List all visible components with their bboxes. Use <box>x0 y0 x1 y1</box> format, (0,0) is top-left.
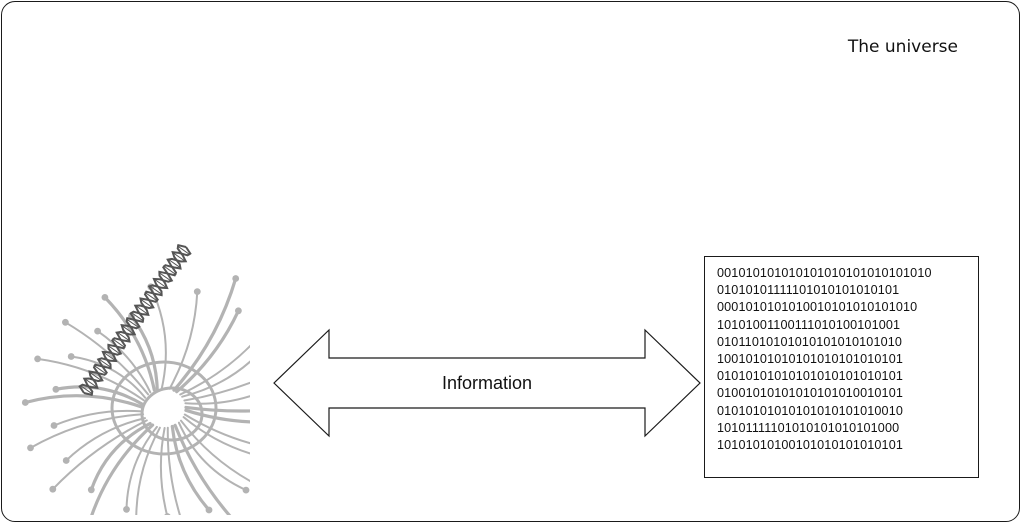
shell-rib <box>64 321 149 396</box>
shell-rib <box>65 417 146 462</box>
shell-rib <box>90 423 155 515</box>
shell-rib-tip <box>27 444 34 452</box>
shell-rib <box>177 421 247 492</box>
helix-rung <box>139 298 154 309</box>
binary-line: 10010101010101010101010101 <box>717 352 904 367</box>
shell-rib <box>170 424 211 512</box>
shell-rib <box>183 413 250 445</box>
shell-rib <box>29 413 145 449</box>
shell-rib <box>183 381 250 402</box>
helix-rung <box>176 245 191 256</box>
shell-rib <box>159 427 169 515</box>
dna-helix-icon <box>78 243 192 397</box>
shell-whorl <box>140 386 204 442</box>
shell-rib <box>181 360 250 398</box>
shell-rib <box>179 344 250 396</box>
shell-whorl <box>110 360 218 456</box>
shell-rib-tip <box>62 457 70 464</box>
binary-line: 01010101010101010101010101 <box>717 369 904 384</box>
shell-rib-tip <box>164 513 171 515</box>
shell-rib <box>23 394 144 409</box>
binary-line: 01001010101010101010010101 <box>717 386 904 401</box>
nautilus-shell-icon <box>21 243 250 515</box>
shell-rib <box>173 423 232 515</box>
shell-rib <box>184 408 250 424</box>
helix-rung <box>125 318 140 329</box>
helix-strand <box>78 246 192 394</box>
shell-rib-tip <box>34 355 41 363</box>
helix-rung <box>107 344 121 355</box>
helix-rung <box>116 331 131 342</box>
helix-rung <box>93 364 108 375</box>
shell-rib-tip <box>94 327 101 335</box>
shell-ribs <box>21 275 250 515</box>
binary-line: 01010101010101010101010010 <box>717 403 904 418</box>
shell-rib <box>135 426 161 515</box>
shell-rib <box>70 355 147 399</box>
helix-rung <box>102 351 117 362</box>
helix-rung <box>79 384 94 395</box>
shell-rib-tip <box>62 318 69 326</box>
helix-rung <box>111 338 126 349</box>
shell-rib-tip <box>235 307 242 315</box>
shell-rib <box>180 419 250 483</box>
shell-rib <box>89 421 152 492</box>
shell-rib <box>51 419 148 491</box>
binary-line: 10101001100111010100101001 <box>717 317 901 332</box>
helix-rung <box>158 271 172 282</box>
binary-data-box: 001010101010101010101010101010 010101011… <box>704 256 979 478</box>
binary-line: 001010101010101010101010101010 <box>717 266 932 280</box>
helix-rung <box>167 258 182 269</box>
helix-rung <box>84 378 98 389</box>
shell-rib-tip <box>87 486 95 494</box>
binary-line: 01011010101010101010101010 <box>717 334 903 349</box>
universe-label: The universe <box>847 37 958 57</box>
helix-rung <box>130 311 145 322</box>
shell-rib <box>54 385 144 406</box>
helix-rung <box>98 358 112 369</box>
helix-rung <box>153 278 168 289</box>
shell-rib-tip <box>50 422 58 429</box>
shell-rib <box>184 395 250 405</box>
shell-rib <box>103 295 156 392</box>
binary-line: 01010101111101010101010101 <box>717 283 900 298</box>
binary-line: 10101111101010101010101000 <box>717 420 900 435</box>
shell-rib <box>175 309 240 394</box>
shell-rib-tip <box>232 275 240 282</box>
shell-rib-tip <box>205 506 213 514</box>
shell-rib-tip <box>67 353 75 360</box>
binary-line: 0001010101010010101010101010 <box>717 300 918 315</box>
shell-rib <box>184 405 250 413</box>
shell-rib <box>53 409 144 427</box>
information-double-arrow <box>273 328 701 438</box>
shell-rib-tip <box>49 485 57 493</box>
shell-rib <box>96 330 152 394</box>
binary-line: 10101010100101010101010101 <box>717 438 904 453</box>
shell-rib <box>182 416 250 455</box>
shell-rib-tip <box>193 288 201 295</box>
shell-rib <box>168 290 199 390</box>
helix-rung <box>88 371 103 382</box>
helix-rung <box>121 324 135 335</box>
shell-rib-tip <box>242 486 250 494</box>
helix-rung <box>172 251 186 262</box>
shell-rib-tip <box>21 399 29 406</box>
helix-rung <box>135 305 149 316</box>
shell-rib <box>125 425 158 511</box>
helix-rung <box>162 265 177 276</box>
helix-rung <box>144 291 159 302</box>
shell-rib <box>36 357 145 402</box>
shell-rib-tip <box>101 294 109 301</box>
helix-rung <box>149 285 163 296</box>
shell-rib-tip <box>123 506 130 513</box>
shell-rib-tip <box>52 385 60 393</box>
shell-rib <box>172 276 238 392</box>
